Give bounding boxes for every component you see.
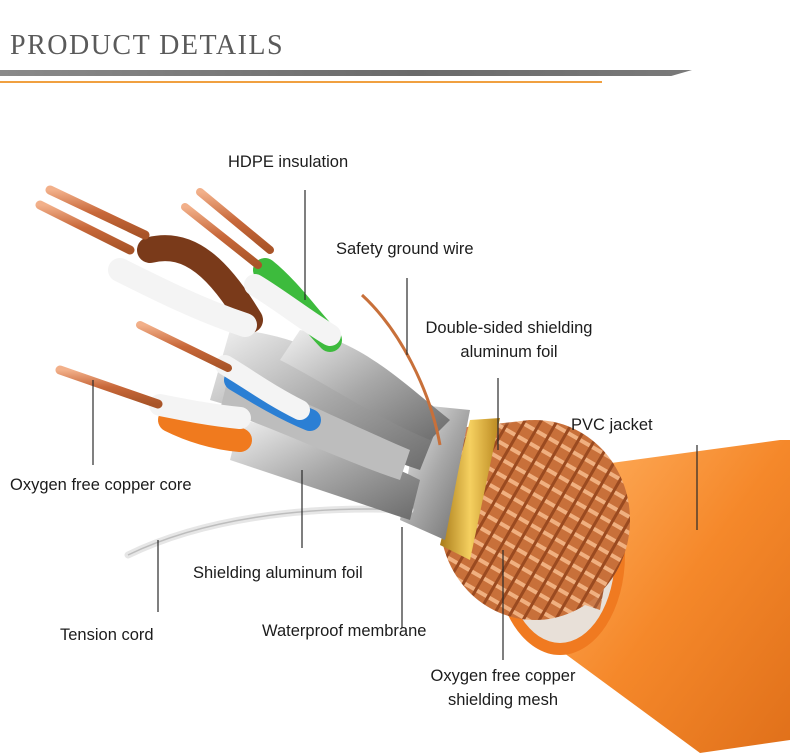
ground-wire-shape xyxy=(360,293,442,446)
foil-band-shape xyxy=(440,418,500,560)
label-double-sided-foil-line1: Double-sided shielding xyxy=(425,319,593,337)
label-safety-ground-wire: Safety ground wire xyxy=(336,240,474,258)
label-copper-mesh-line2: shielding mesh xyxy=(447,691,559,709)
brown-pair xyxy=(35,185,263,337)
green-pair xyxy=(181,188,342,352)
label-waterproof-membrane: Waterproof membrane xyxy=(262,622,427,640)
label-copper-mesh: Oxygen free copper shielding mesh xyxy=(420,664,586,712)
header-bar xyxy=(0,70,692,76)
label-copper-mesh-line1: Oxygen free copper xyxy=(430,667,576,685)
page-title: PRODUCT DETAILS xyxy=(10,30,285,61)
blue-pair xyxy=(136,321,321,431)
header-accent-line xyxy=(0,81,602,83)
label-tension-cord: Tension cord xyxy=(60,626,154,644)
leader-lines xyxy=(92,190,698,660)
label-pvc-jacket: PVC jacket xyxy=(571,416,653,434)
label-oxygen-free-core: Oxygen free copper core xyxy=(10,476,192,494)
label-double-sided-foil-line2: aluminum foil xyxy=(460,343,558,361)
orange-pair xyxy=(55,365,252,452)
label-double-sided-foil: Double-sided shielding aluminum foil xyxy=(418,316,600,364)
label-hdpe-insulation: HDPE insulation xyxy=(228,153,349,171)
label-shielding-foil: Shielding aluminum foil xyxy=(193,564,363,582)
